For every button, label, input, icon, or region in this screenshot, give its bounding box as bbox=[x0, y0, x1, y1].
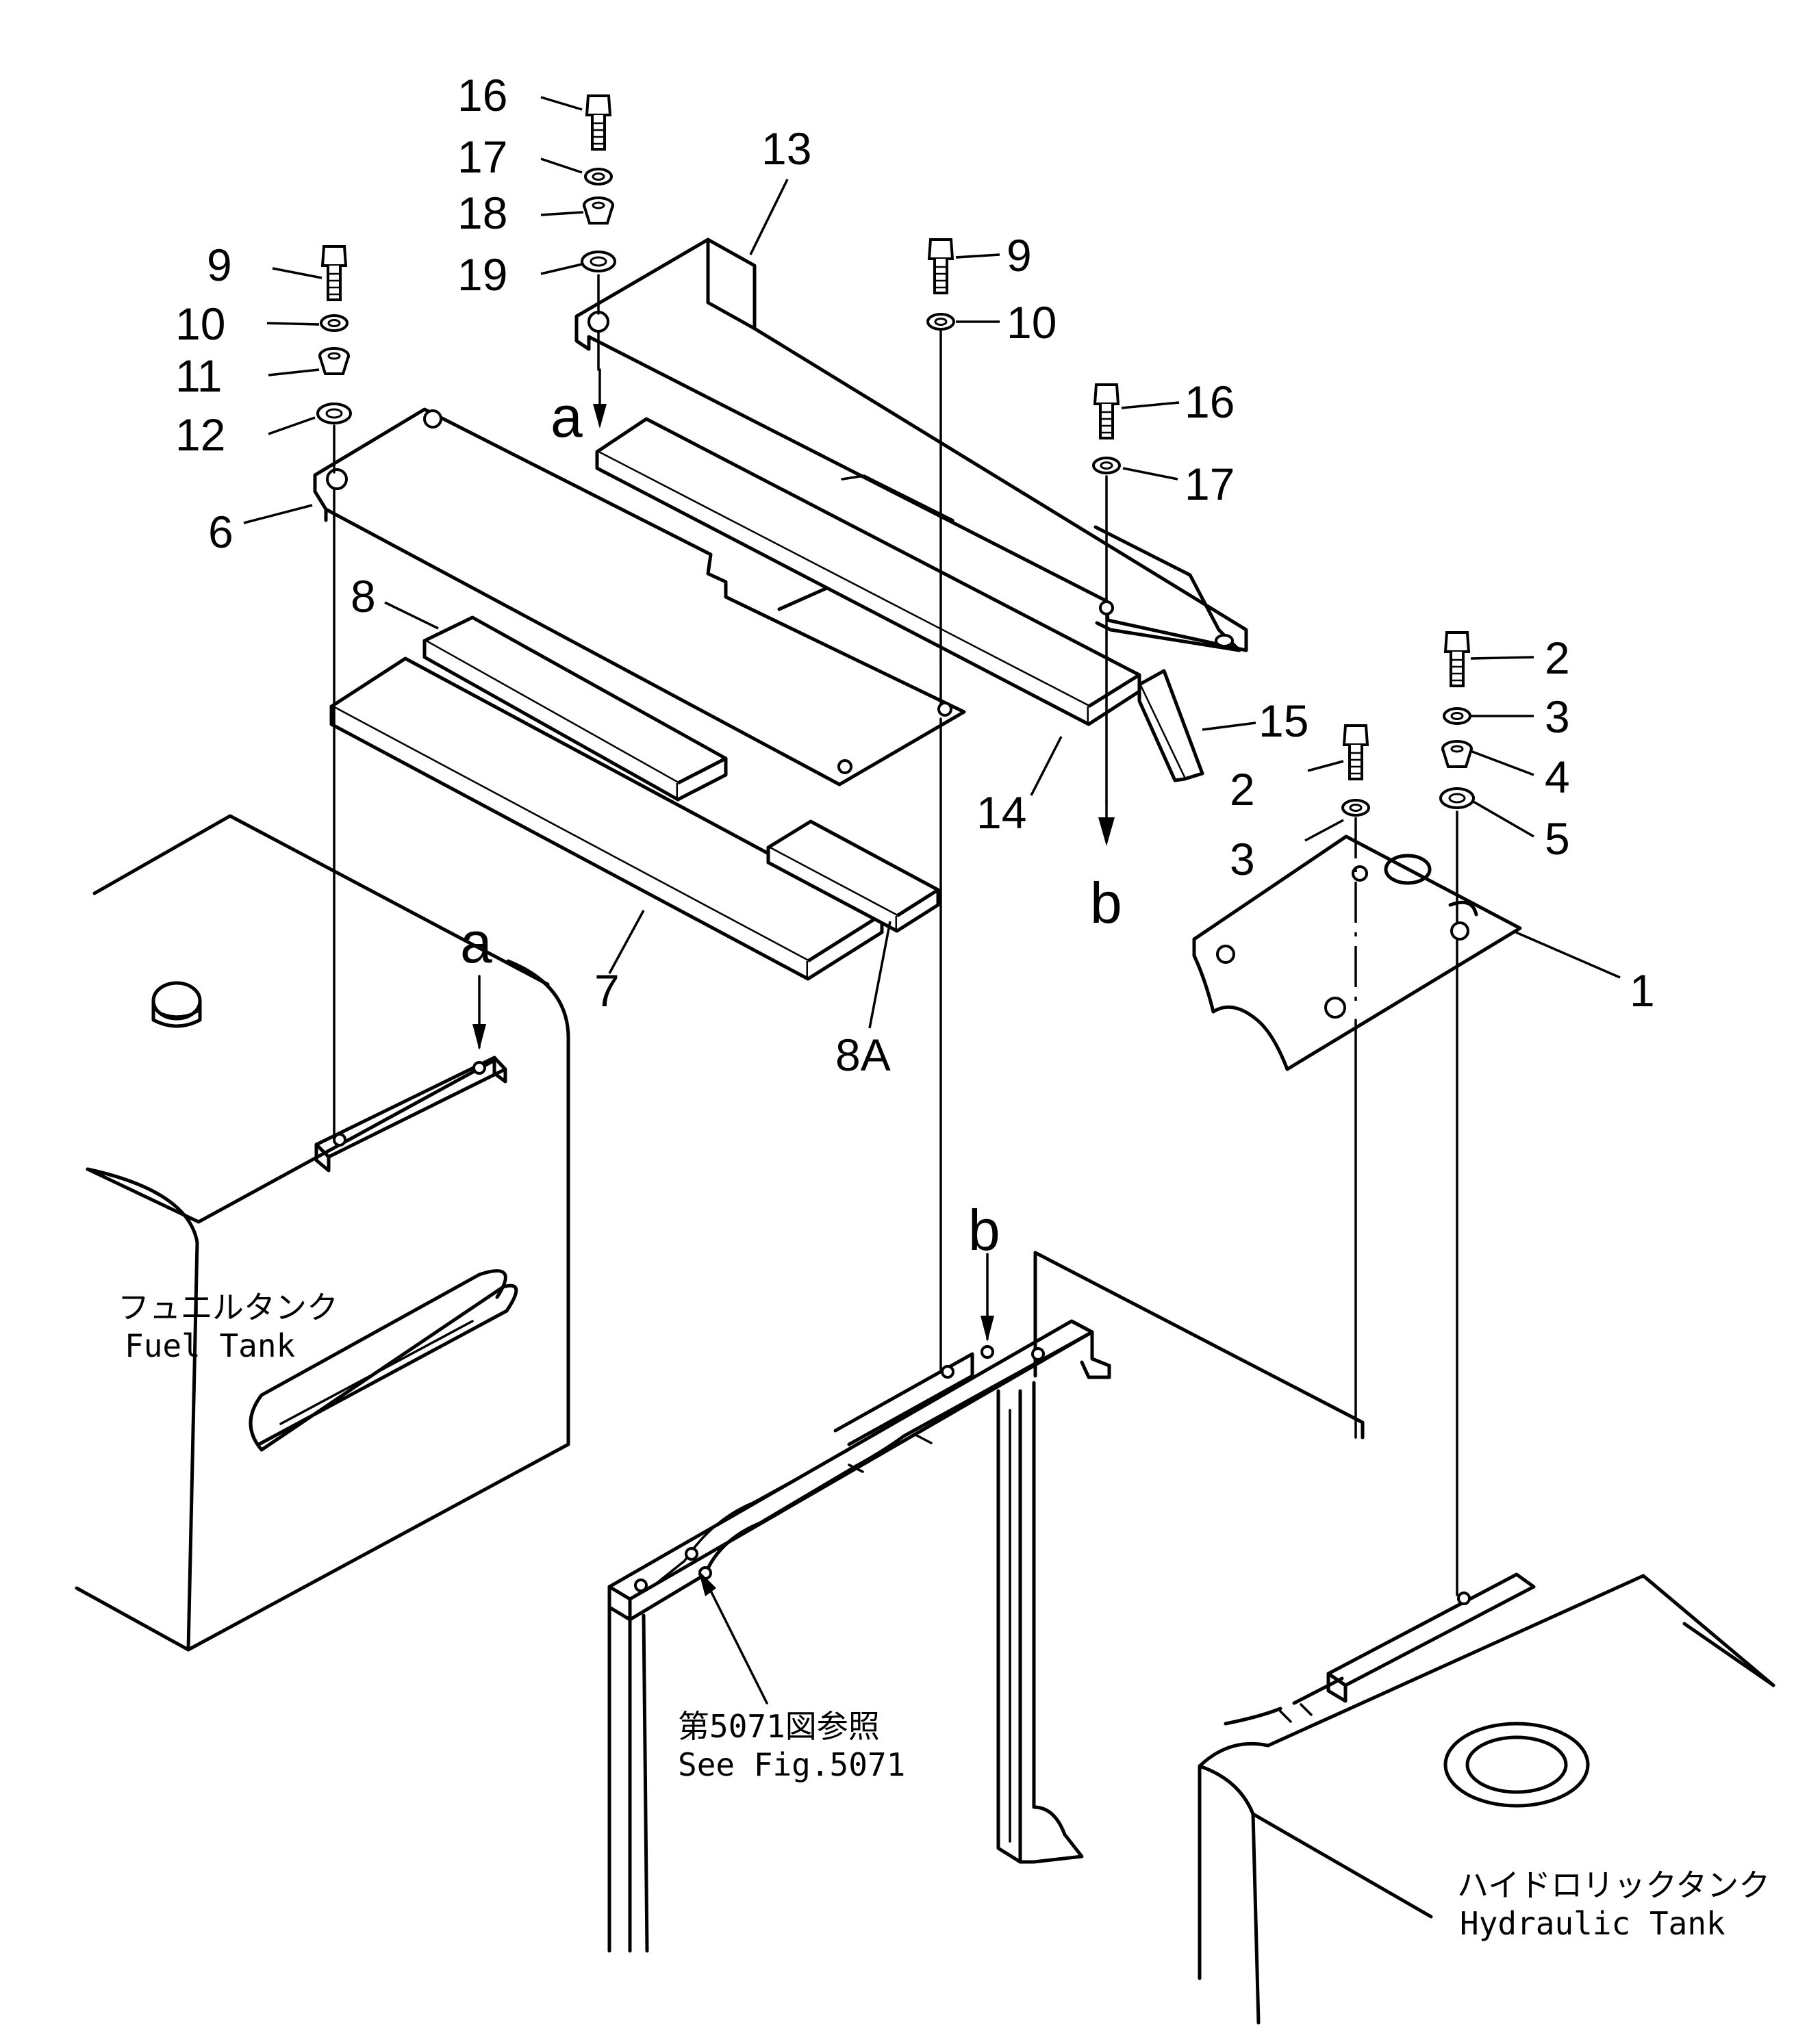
ref-a-top: a bbox=[551, 385, 583, 449]
part-number-labels: 16 17 18 19 13 9 10 11 12 6 8 7 8A 9 10 … bbox=[175, 70, 1655, 1080]
fastener-stack-9-12 bbox=[316, 245, 352, 424]
label-9-left: 9 bbox=[207, 240, 232, 290]
fastener-stack-2-5-right bbox=[1439, 631, 1475, 809]
label-11: 11 bbox=[175, 350, 223, 401]
ref-b-top: b bbox=[1090, 871, 1122, 935]
label-10-right: 10 bbox=[1007, 297, 1057, 348]
hydraulic-tank-label-jp: ハイドロリックタンク bbox=[1457, 1867, 1770, 1904]
label-8: 8 bbox=[351, 571, 376, 622]
captions: フュエルタンク Fuel Tank 第5071図参照 See Fig.5071 … bbox=[118, 1289, 1770, 1942]
label-19: 19 bbox=[457, 249, 507, 300]
frame-structure bbox=[607, 1251, 1365, 1953]
label-17-top: 17 bbox=[457, 131, 507, 182]
ref-a-tank: a bbox=[460, 910, 492, 975]
label-3-left: 3 bbox=[1230, 834, 1255, 884]
pad-14 bbox=[595, 417, 1141, 726]
fastener-stack-2-3-left bbox=[1341, 724, 1370, 817]
label-15: 15 bbox=[1258, 695, 1308, 746]
label-6: 6 bbox=[208, 507, 233, 557]
hydraulic-tank bbox=[1198, 1572, 1775, 2025]
fuel-tank-label-jp: フュエルタンク bbox=[118, 1289, 338, 1326]
label-4: 4 bbox=[1545, 752, 1570, 802]
plate-1 bbox=[1192, 834, 1522, 1071]
label-13: 13 bbox=[761, 123, 811, 174]
fastener-stack-16-17-right bbox=[1092, 383, 1121, 474]
label-10-left: 10 bbox=[175, 298, 225, 349]
label-18: 18 bbox=[457, 188, 507, 238]
fastener-stack-9-10-right bbox=[926, 238, 955, 331]
reference-letters: a b a b bbox=[460, 385, 1122, 1262]
label-12: 12 bbox=[175, 409, 225, 460]
fuel-tank-label-en: Fuel Tank bbox=[125, 1327, 295, 1364]
label-2-left: 2 bbox=[1230, 764, 1255, 815]
see-fig-label-en: See Fig.5071 bbox=[678, 1746, 905, 1783]
label-16-top: 16 bbox=[457, 70, 507, 120]
leader-lines bbox=[243, 96, 1621, 1029]
label-16-right: 16 bbox=[1185, 376, 1235, 427]
label-1: 1 bbox=[1630, 965, 1655, 1016]
label-3-right: 3 bbox=[1545, 691, 1570, 742]
label-5: 5 bbox=[1545, 813, 1570, 864]
label-17-right: 17 bbox=[1185, 459, 1235, 509]
label-14: 14 bbox=[976, 787, 1026, 838]
label-7: 7 bbox=[594, 965, 620, 1016]
pad-8 bbox=[422, 615, 728, 802]
pad-15 bbox=[1137, 669, 1204, 782]
hydraulic-tank-label-en: Hydraulic Tank bbox=[1460, 1905, 1725, 1942]
cover-13 bbox=[574, 238, 1248, 652]
label-2-right: 2 bbox=[1545, 633, 1570, 683]
fastener-stack-16-19 bbox=[581, 94, 616, 272]
ref-b-frame: b bbox=[968, 1198, 1000, 1262]
fuel-tank bbox=[75, 814, 570, 1652]
label-9-right: 9 bbox=[1007, 230, 1032, 281]
reference-arrows bbox=[472, 368, 1115, 1704]
label-8a: 8A bbox=[835, 1030, 891, 1080]
alignment-lines bbox=[333, 274, 1458, 1596]
see-fig-label-jp: 第5071図参照 bbox=[678, 1708, 880, 1745]
pad-8a bbox=[766, 819, 940, 933]
